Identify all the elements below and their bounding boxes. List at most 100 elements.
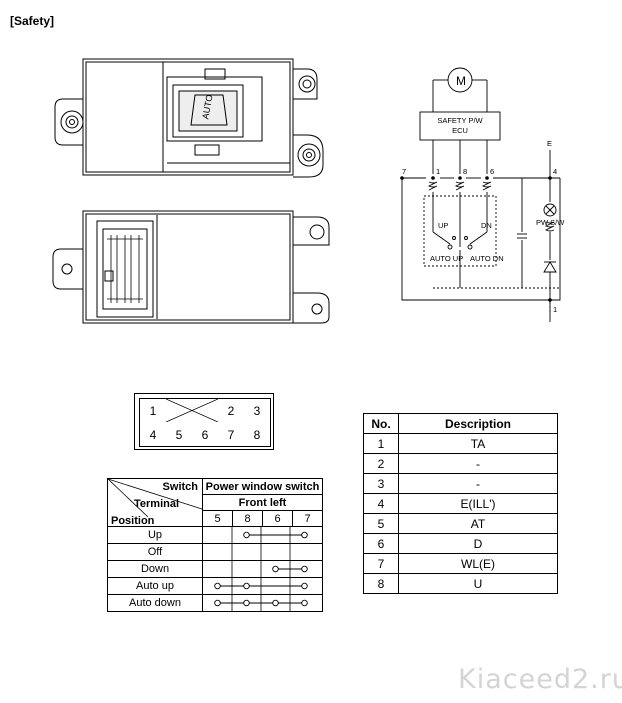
pin-label: 3	[253, 403, 261, 418]
terminal-node	[272, 599, 279, 607]
lamp-icon	[543, 203, 557, 217]
cell-no: 7	[363, 553, 399, 574]
cell-no: 5	[363, 513, 399, 534]
cell-no: 4	[363, 493, 399, 514]
continuity-diagram	[214, 578, 308, 594]
corner-cell: Switch Terminal Position	[107, 478, 203, 527]
continuity-cells	[202, 543, 323, 561]
table-row: Down	[107, 560, 323, 578]
cell-description: WL(E)	[398, 553, 558, 574]
motor-label: M	[456, 74, 466, 88]
connector-pin-layout: 1 2 3 4 5 6 7 8	[134, 393, 274, 450]
position-label: Off	[107, 543, 203, 561]
terminal-label: 1	[553, 305, 557, 314]
corner-switch-label: Switch	[162, 481, 198, 493]
col-header-description: Description	[398, 413, 558, 434]
unused-pins-cross	[166, 399, 218, 422]
cell-no: 6	[363, 533, 399, 554]
continuity-diagram	[214, 595, 308, 611]
corner-position-label: Position	[111, 515, 155, 527]
terminal-node	[214, 599, 221, 607]
position-label: Auto up	[107, 577, 203, 595]
terminal-node	[243, 599, 250, 607]
cell-description: U	[398, 573, 558, 594]
terminal-node	[243, 582, 250, 590]
ground-label: E	[547, 139, 552, 148]
terminal-node	[301, 565, 308, 573]
terminal-node	[272, 565, 279, 573]
wiring-schematic: M SAFETY P/W ECU E 7 1 8 6 4 1 UP DN AUT…	[400, 67, 565, 322]
cell-description: -	[398, 473, 558, 494]
terminal-header: 6	[262, 510, 293, 527]
cell-no: 3	[363, 473, 399, 494]
cell-no: 1	[363, 433, 399, 454]
terminal-label: 1	[436, 167, 440, 176]
pin-label: 1	[149, 403, 157, 418]
pin-label: 7	[227, 427, 235, 442]
auto-dn-label: AUTO DN	[470, 254, 504, 263]
switch-continuity-table: Switch Terminal Position Power window sw…	[107, 478, 323, 612]
continuity-diagram	[231, 544, 291, 560]
page-title: [Safety]	[10, 14, 55, 28]
continuity-cells	[202, 560, 323, 578]
diode-icon	[543, 261, 557, 273]
switch-top-view: AUTO	[54, 58, 324, 178]
cell-no: 2	[363, 453, 399, 474]
ecu-label-line2: ECU	[452, 126, 468, 135]
pin-label: 8	[253, 427, 261, 442]
cell-description: TA	[398, 433, 558, 454]
sub-title: Front left	[202, 494, 323, 511]
auto-up-label: AUTO UP	[430, 254, 463, 263]
watermark: Kiaceed2.ru	[458, 664, 622, 695]
switch-bottom-view	[52, 210, 330, 324]
terminal-node	[301, 599, 308, 607]
terminal-label: 7	[402, 167, 406, 176]
terminal-header: 8	[232, 510, 263, 527]
continuity-cells	[202, 526, 323, 544]
table-row: 2-	[363, 453, 558, 474]
cell-description: -	[398, 453, 558, 474]
terminal-node	[301, 531, 308, 539]
pin-label: 6	[201, 427, 209, 442]
col-header-no: No.	[363, 413, 399, 434]
pw-sw-label: PW S/W	[536, 218, 565, 227]
pin-label: 5	[175, 427, 183, 442]
terminal-label: 8	[463, 167, 467, 176]
continuity-diagram	[231, 561, 308, 577]
table-row: Auto down	[107, 594, 323, 612]
corner-diagonals	[108, 479, 202, 518]
cell-description: D	[398, 533, 558, 554]
terminal-node	[301, 582, 308, 590]
cell-no: 8	[363, 573, 399, 594]
ecu-label-line1: SAFETY P/W	[437, 116, 483, 125]
position-label: Auto down	[107, 594, 203, 612]
dn-label: DN	[481, 221, 492, 230]
corner-terminal-label: Terminal	[134, 498, 180, 510]
table-row: Auto up	[107, 577, 323, 595]
svg-text:AUTO: AUTO	[200, 94, 214, 120]
continuity-cells	[202, 594, 323, 612]
continuity-diagram	[231, 527, 308, 543]
continuity-cells	[202, 577, 323, 595]
terminal-node	[214, 582, 221, 590]
position-label: Down	[107, 560, 203, 578]
cell-description: E(ILL')	[398, 493, 558, 514]
terminal-label: 4	[553, 167, 557, 176]
pin-label: 4	[149, 427, 157, 442]
terminal-header: 5	[202, 510, 233, 527]
terminal-label: 6	[490, 167, 494, 176]
terminal-node	[243, 531, 250, 539]
cell-description: AT	[398, 513, 558, 534]
up-label: UP	[438, 221, 448, 230]
pin-label: 2	[227, 403, 235, 418]
table-row: Off	[107, 543, 323, 561]
group-title: Power window switch	[202, 478, 323, 495]
